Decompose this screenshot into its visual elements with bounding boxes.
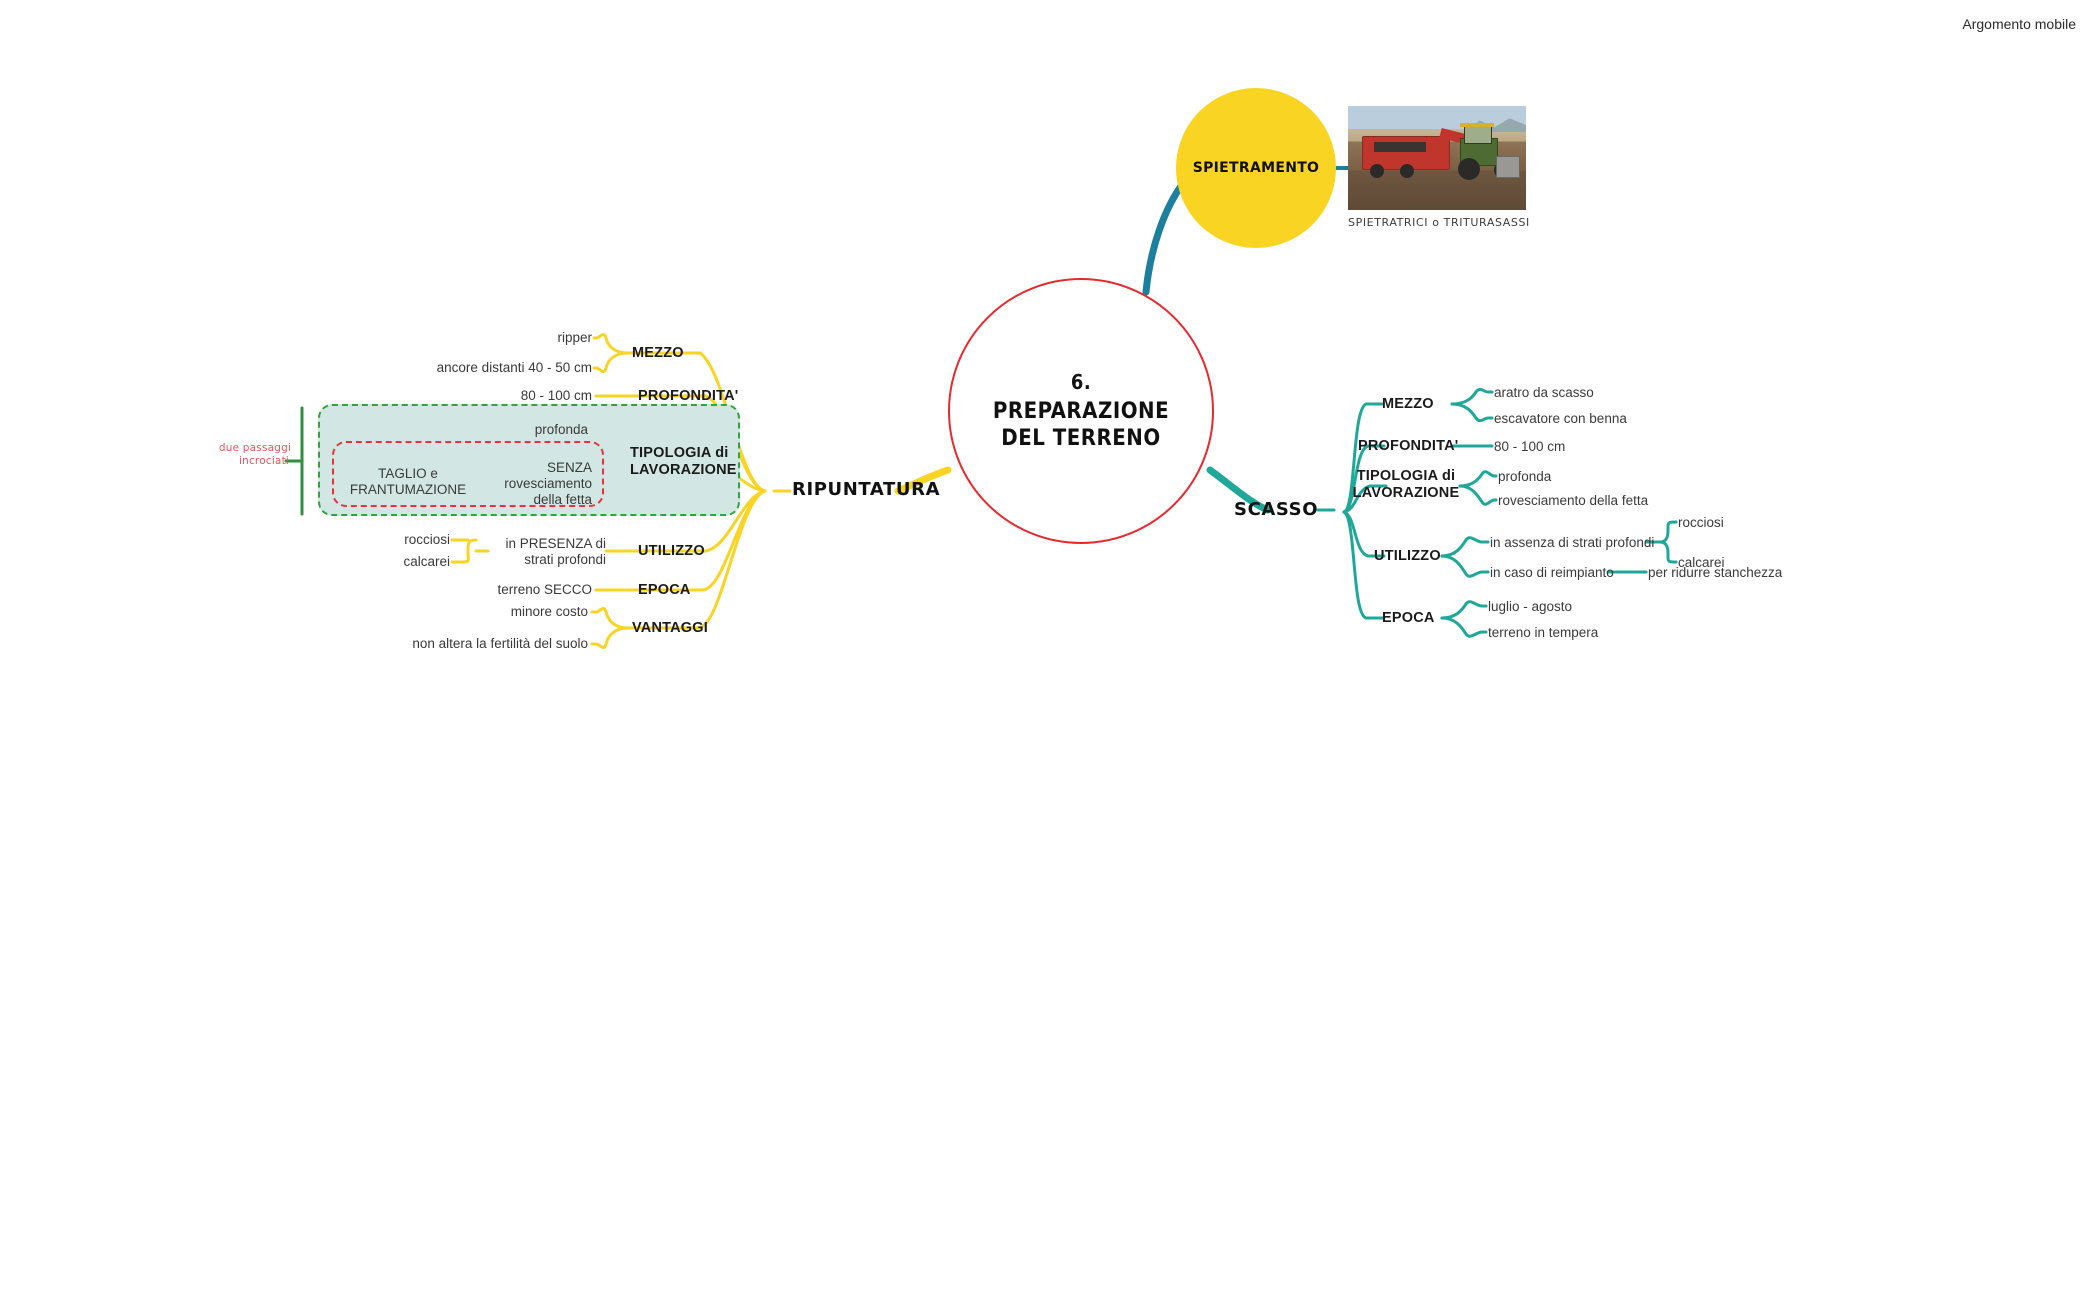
- leaf-line1: TAGLIO e: [378, 466, 438, 481]
- sub-label-scasso-mezzo[interactable]: MEZZO: [1382, 396, 1434, 412]
- leaf-ripper[interactable]: ripper: [557, 330, 592, 345]
- wire-scasso-bracket-dn: [1658, 540, 1678, 564]
- sub-label-scasso-tipologia[interactable]: TIPOLOGIA di LAVORAZIONE: [1350, 468, 1462, 502]
- leaf-in-assenza-strati-profondi[interactable]: in assenza di strati profondi: [1490, 535, 1655, 550]
- leaf-line1: SENZA: [546, 460, 592, 475]
- wire-scasso-bracket-up: [1658, 520, 1678, 544]
- leaf-line3: della fetta: [533, 492, 592, 508]
- spietramento-photo-group: SPIETRATRICI o TRITURASASSI: [1348, 106, 1530, 229]
- wire-scasso-utilizzo-leaf2: [1440, 554, 1490, 578]
- wire-scasso-tipologia-leaf1: [1458, 470, 1498, 488]
- wire-scasso-utilizzo-leaf1: [1440, 536, 1490, 558]
- branch-node-scasso[interactable]: SCASSO: [1234, 499, 1319, 520]
- leaf-calcarei[interactable]: calcarei: [403, 554, 450, 569]
- leaf-profonda[interactable]: profonda: [534, 422, 588, 437]
- annotation-due-passaggi-incrociati: due passaggi incrociati: [205, 442, 305, 468]
- branch-node-spietramento[interactable]: SPIETRAMENTO: [1176, 88, 1336, 248]
- leaf-rovesciamento-della-fetta[interactable]: rovesciamento della fetta: [1498, 493, 1649, 508]
- leaf-scasso-calcarei[interactable]: calcarei: [1678, 555, 1725, 570]
- leaf-escavatore-con-benna[interactable]: escavatore con benna: [1494, 411, 1627, 426]
- leaf-scasso-rocciosi[interactable]: rocciosi: [1678, 515, 1724, 530]
- leaf-senza-rovesciamento[interactable]: SENZA rovesciamento della fetta: [470, 460, 592, 509]
- sub-label-ripuntatura-vantaggi[interactable]: VANTAGGI: [632, 620, 708, 636]
- leaf-in-caso-di-reimpianto[interactable]: in caso di reimpianto: [1490, 565, 1614, 580]
- sub-label-ripuntatura-utilizzo[interactable]: UTILIZZO: [638, 543, 705, 559]
- photo-tractor-roof: [1460, 123, 1494, 127]
- sub-label-scasso-epoca[interactable]: EPOCA: [1382, 610, 1435, 626]
- wire-vantaggi-leaf1: [590, 606, 630, 630]
- spietramento-label: SPIETRAMENTO: [1192, 160, 1320, 176]
- leaf-luglio-agosto[interactable]: luglio - agosto: [1488, 599, 1573, 614]
- leaf-profondita-80-100[interactable]: 80 - 100 cm: [520, 388, 592, 403]
- wire-scasso-mezzo-leaf1: [1450, 387, 1494, 406]
- leaf-in-presenza-di-strati-profondi[interactable]: in PRESENZA di strati profondi: [488, 536, 606, 568]
- center-title-line1: PREPARAZIONE: [992, 398, 1170, 424]
- wire-center-spietramento: [1142, 178, 1188, 296]
- wire-mezzo-leaf1: [592, 332, 630, 355]
- photo-wheel: [1458, 158, 1480, 180]
- photo-wheel: [1400, 164, 1414, 178]
- leaf-rocciosi[interactable]: rocciosi: [404, 532, 450, 547]
- leaf-line2: rovesciamento: [504, 476, 592, 492]
- center-number: 6.: [1070, 369, 1092, 394]
- corner-status-label: Argomento mobile: [1962, 16, 2076, 32]
- photo-caption: SPIETRATRICI o TRITURASASSI: [1348, 216, 1530, 229]
- annotation-line2: incrociati: [238, 455, 289, 468]
- leaf-line2: strati profondi: [524, 552, 606, 568]
- sub-label-ripuntatura-tipologia[interactable]: TIPOLOGIA di LAVORAZIONE: [630, 445, 746, 479]
- center-title-line2: DEL TERRENO: [1001, 426, 1161, 451]
- leaf-scasso-profondita-80-100[interactable]: 80 - 100 cm: [1494, 439, 1566, 454]
- sub-label-scasso-utilizzo[interactable]: UTILIZZO: [1374, 548, 1441, 564]
- sub-label-scasso-profondita[interactable]: PROFONDITA': [1358, 438, 1459, 454]
- leaf-per-ridurre-stanchezza[interactable]: per ridurre stanchezza: [1648, 565, 1783, 580]
- leaf-line1: in PRESENZA di: [505, 536, 606, 551]
- sub-label-line1: TIPOLOGIA di: [1356, 468, 1456, 484]
- leaf-aratro-da-scasso[interactable]: aratro da scasso: [1494, 385, 1594, 400]
- sub-label-ripuntatura-epoca[interactable]: EPOCA: [638, 582, 691, 598]
- leaf-scasso-profonda[interactable]: profonda: [1498, 469, 1552, 484]
- annotation-line1: due passaggi: [218, 442, 292, 454]
- wire-scasso-mezzo-leaf2: [1450, 402, 1494, 423]
- wire-vantaggi-leaf2: [590, 626, 630, 650]
- branch-node-ripuntatura[interactable]: RIPUNTATURA: [792, 479, 941, 500]
- photo-crusher-hopper: [1374, 142, 1426, 152]
- center-node[interactable]: 6. PREPARAZIONE DEL TERRENO: [948, 278, 1214, 544]
- wire-scasso-tipologia-leaf2: [1458, 484, 1498, 506]
- photo-tractor-cab: [1464, 126, 1492, 144]
- sub-label-line2: LAVORAZIONE: [1352, 485, 1460, 502]
- wire-spacer1: [596, 335, 628, 353]
- photo-roller: [1496, 156, 1520, 178]
- leaf-terreno-secco[interactable]: terreno SECCO: [497, 582, 592, 597]
- wire-scasso-epoca-leaf1: [1440, 600, 1488, 620]
- wire-mezzo-leaf2: [592, 351, 630, 374]
- leaf-minore-costo[interactable]: minore costo: [510, 604, 588, 619]
- sub-label-ripuntatura-mezzo[interactable]: MEZZO: [632, 345, 684, 361]
- wire-utilizzo-bracket: [462, 538, 478, 564]
- leaf-terreno-in-tempera[interactable]: terreno in tempera: [1488, 625, 1599, 640]
- wire-scasso-epoca-leaf2: [1440, 616, 1488, 638]
- photo-wheel: [1370, 164, 1384, 178]
- spietratrice-photo: [1348, 106, 1526, 210]
- leaf-taglio-e-frantumazione[interactable]: TAGLIO e FRANTUMAZIONE: [338, 466, 478, 498]
- leaf-ancore-distanti[interactable]: ancore distanti 40 - 50 cm: [436, 360, 592, 375]
- sub-label-ripuntatura-profondita[interactable]: PROFONDITA': [638, 388, 739, 404]
- leaf-non-altera-fertilita[interactable]: non altera la fertilità del suolo: [412, 636, 588, 651]
- sub-label-line2: LAVORAZIONE: [630, 462, 737, 479]
- sub-label-line1: TIPOLOGIA di: [630, 445, 729, 461]
- leaf-line2: FRANTUMAZIONE: [349, 482, 467, 498]
